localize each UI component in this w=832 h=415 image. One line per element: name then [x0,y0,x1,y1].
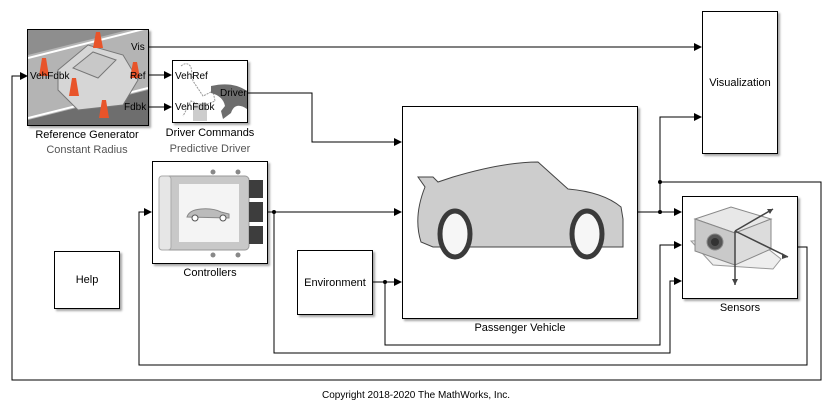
port-vis-out: Vis [131,42,145,53]
road-car-cones-icon [28,30,148,125]
wire-driver [248,92,402,146]
port-fdbk-out: Fdbk [124,102,147,113]
wire-sensors-out [138,208,808,366]
help-label: Help [75,274,99,286]
environment-block[interactable]: Environment [297,250,373,315]
controllers-block[interactable] [152,161,268,264]
sensor-imu-icon [689,206,789,285]
port-vehref-in: VehRef [175,71,208,82]
visualization-block[interactable]: Visualization [702,11,778,154]
visualization-label: Visualization [709,76,771,89]
port-vehfdbk-in: VehFdbk [175,102,215,113]
wire-vehicle-feedback [11,72,822,381]
port-driver-out: Driver [220,88,247,99]
vehicle-silhouette-icon [417,161,624,260]
reference-generator-variant: Constant Radius [46,144,128,156]
junction-dot [658,210,662,214]
wire-environment-branch [384,241,682,346]
port-vehfdbk-in: VehFdbk [30,71,70,82]
wire-controllers-branch [273,212,682,354]
help-block[interactable]: Help [54,251,120,309]
driver-steering-icon [180,63,247,121]
sensors-label: Sensors [719,302,761,314]
environment-label: Environment [304,276,366,289]
sensors-block[interactable] [682,196,798,299]
controllers-label: Controllers [183,267,237,279]
driver-commands-variant: Predictive Driver [169,143,251,155]
driver-commands-label: Driver Commands [165,127,255,139]
reference-generator-label: Reference Generator [35,129,139,141]
junction-dot [272,210,276,214]
port-ref-out: Ref [130,71,146,82]
passenger-vehicle-block[interactable] [402,106,638,319]
junction-dot [658,180,662,184]
copyright-text: Copyright 2018-2020 The MathWorks, Inc. [321,390,511,401]
reference-generator-block[interactable] [27,29,149,126]
passenger-vehicle-label: Passenger Vehicle [474,322,566,334]
ecu-controller-icon [158,169,263,258]
junction-dot [383,280,387,284]
driver-commands-block[interactable] [172,60,248,123]
